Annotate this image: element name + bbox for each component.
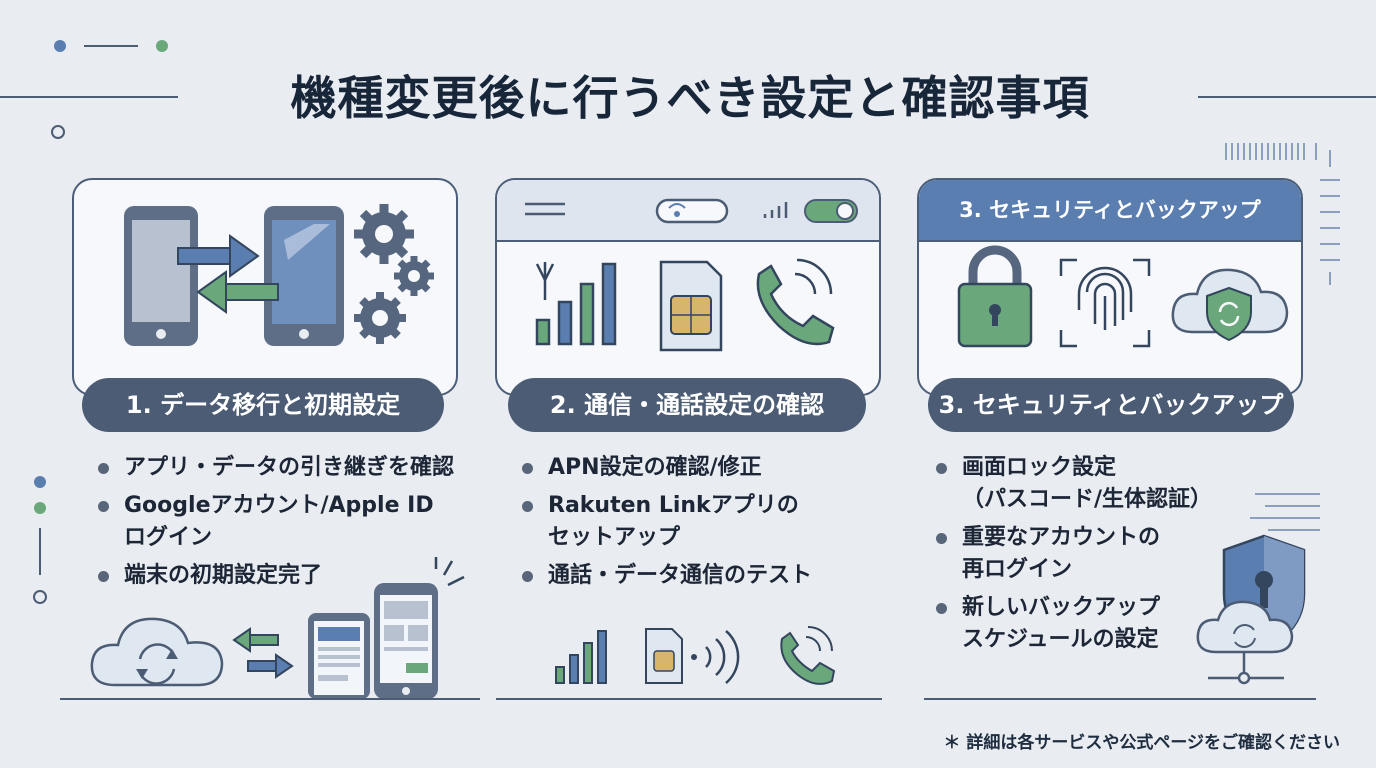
section-2-list: APN設定の確認/修正 Rakuten Linkアプリのセットアップ 通話・デー… — [520, 452, 890, 598]
gear-icon — [354, 292, 406, 344]
cloud-shield-icon — [1171, 268, 1289, 342]
padlock-icon — [957, 245, 1033, 348]
smartphone-icon — [264, 206, 344, 346]
signal-bars-icon — [555, 630, 607, 684]
list-item: Rakuten Linkアプリのセットアップ — [520, 490, 890, 554]
phone-call-icon — [756, 258, 835, 346]
arrow-right-icon — [177, 234, 260, 278]
card-data-migration — [72, 178, 458, 396]
list-item: 重要なアカウントの再ログイン — [934, 522, 1234, 586]
card-3-header-text: 3. セキュリティとバックアップ — [959, 198, 1261, 222]
list-item: 新しいバックアップスケジュールの設定 — [934, 592, 1234, 656]
list-item: 端末の初期設定完了 — [96, 560, 496, 592]
section-2-bottom-illustration — [555, 626, 836, 685]
cloud-sync-icon — [90, 617, 224, 687]
network-illustration — [525, 198, 858, 352]
wifi-toggle-icon — [655, 198, 729, 224]
sim-card-icon — [645, 628, 683, 684]
phone-call-icon — [780, 626, 836, 685]
list-item: 画面ロック設定（パスコード/生体認証） — [934, 452, 1234, 516]
list-item: APN設定の確認/修正 — [520, 452, 890, 484]
list-item: アプリ・データの引き継ぎを確認 — [96, 452, 496, 484]
data-migration-illustration — [124, 204, 434, 346]
card-security-backup: 3. セキュリティとバックアップ — [917, 178, 1303, 396]
section-1-divider — [60, 698, 480, 700]
list-item: 通話・データ通信のテスト — [520, 560, 890, 592]
security-illustration — [957, 245, 1289, 348]
card-network-settings — [495, 178, 881, 396]
sim-card-icon — [659, 260, 723, 352]
section-3-label: 3. セキュリティとバックアップ — [928, 378, 1294, 432]
section-2-label: 2. 通信・通話設定の確認 — [508, 378, 866, 432]
smartphone-icon — [308, 613, 370, 699]
page-title: 機種変更後に行うべき設定と確認事項 — [290, 71, 1090, 125]
smartphone-icon — [374, 583, 438, 699]
section-2-divider — [496, 698, 882, 700]
arrow-left-icon — [196, 270, 279, 314]
section-1-bottom-illustration — [90, 557, 465, 699]
smartphone-icon — [124, 206, 198, 346]
section-1-label: 1. データ移行と初期設定 — [82, 378, 444, 432]
section-3-list: 画面ロック設定（パスコード/生体認証） 重要なアカウントの再ログイン 新しいバッ… — [934, 452, 1234, 662]
gear-icon — [394, 256, 434, 296]
signal-bars-icon — [535, 262, 617, 346]
footnote: ＊ 詳細は各サービスや公式ページをご確認ください — [943, 733, 1340, 753]
card-3-header: 3. セキュリティとバックアップ — [919, 180, 1301, 242]
section-3-divider — [924, 698, 1316, 700]
gear-icon — [354, 204, 414, 264]
section-3-bottom-illustration — [1196, 534, 1306, 685]
fingerprint-icon — [1059, 258, 1151, 348]
